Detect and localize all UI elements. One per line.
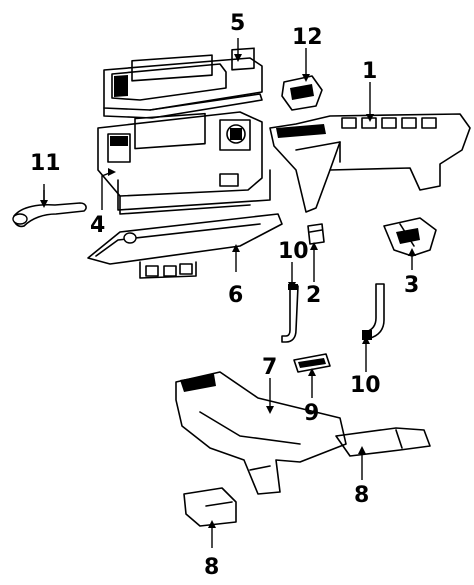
part-5-housing-cover xyxy=(103,47,263,119)
part-4-heater-case xyxy=(97,111,271,215)
callout-10-right: 10 xyxy=(350,373,381,398)
callout-12: 12 xyxy=(292,25,323,50)
part-2-clip xyxy=(307,223,325,245)
callout-6: 6 xyxy=(228,283,243,308)
part-9-vent xyxy=(293,353,331,373)
callout-11: 11 xyxy=(30,151,61,176)
callout-8-right: 8 xyxy=(354,483,369,508)
callout-8-bottom: 8 xyxy=(204,555,219,580)
leader-lines xyxy=(43,38,413,548)
callout-10-left: 10 xyxy=(278,239,309,264)
callout-9: 9 xyxy=(304,401,319,426)
part-8-outlet-bottom xyxy=(183,487,237,527)
part-7-floor-duct xyxy=(175,371,347,495)
part-8-outlet-right xyxy=(335,427,431,457)
part-1-air-duct xyxy=(269,113,471,213)
callout-1: 1 xyxy=(362,59,377,84)
callout-7: 7 xyxy=(262,355,277,380)
part-6-duct-panel xyxy=(87,213,283,279)
callout-2: 2 xyxy=(306,283,321,308)
callout-4: 4 xyxy=(90,213,105,238)
callout-3: 3 xyxy=(404,273,419,298)
part-3-nozzle xyxy=(383,217,437,257)
part-12-outlet xyxy=(281,75,323,111)
part-10-hose-left xyxy=(281,284,299,343)
part-11-hose xyxy=(12,190,87,228)
callout-5: 5 xyxy=(230,11,245,36)
part-10-hose-right xyxy=(362,283,385,340)
arrowheads xyxy=(40,54,416,528)
